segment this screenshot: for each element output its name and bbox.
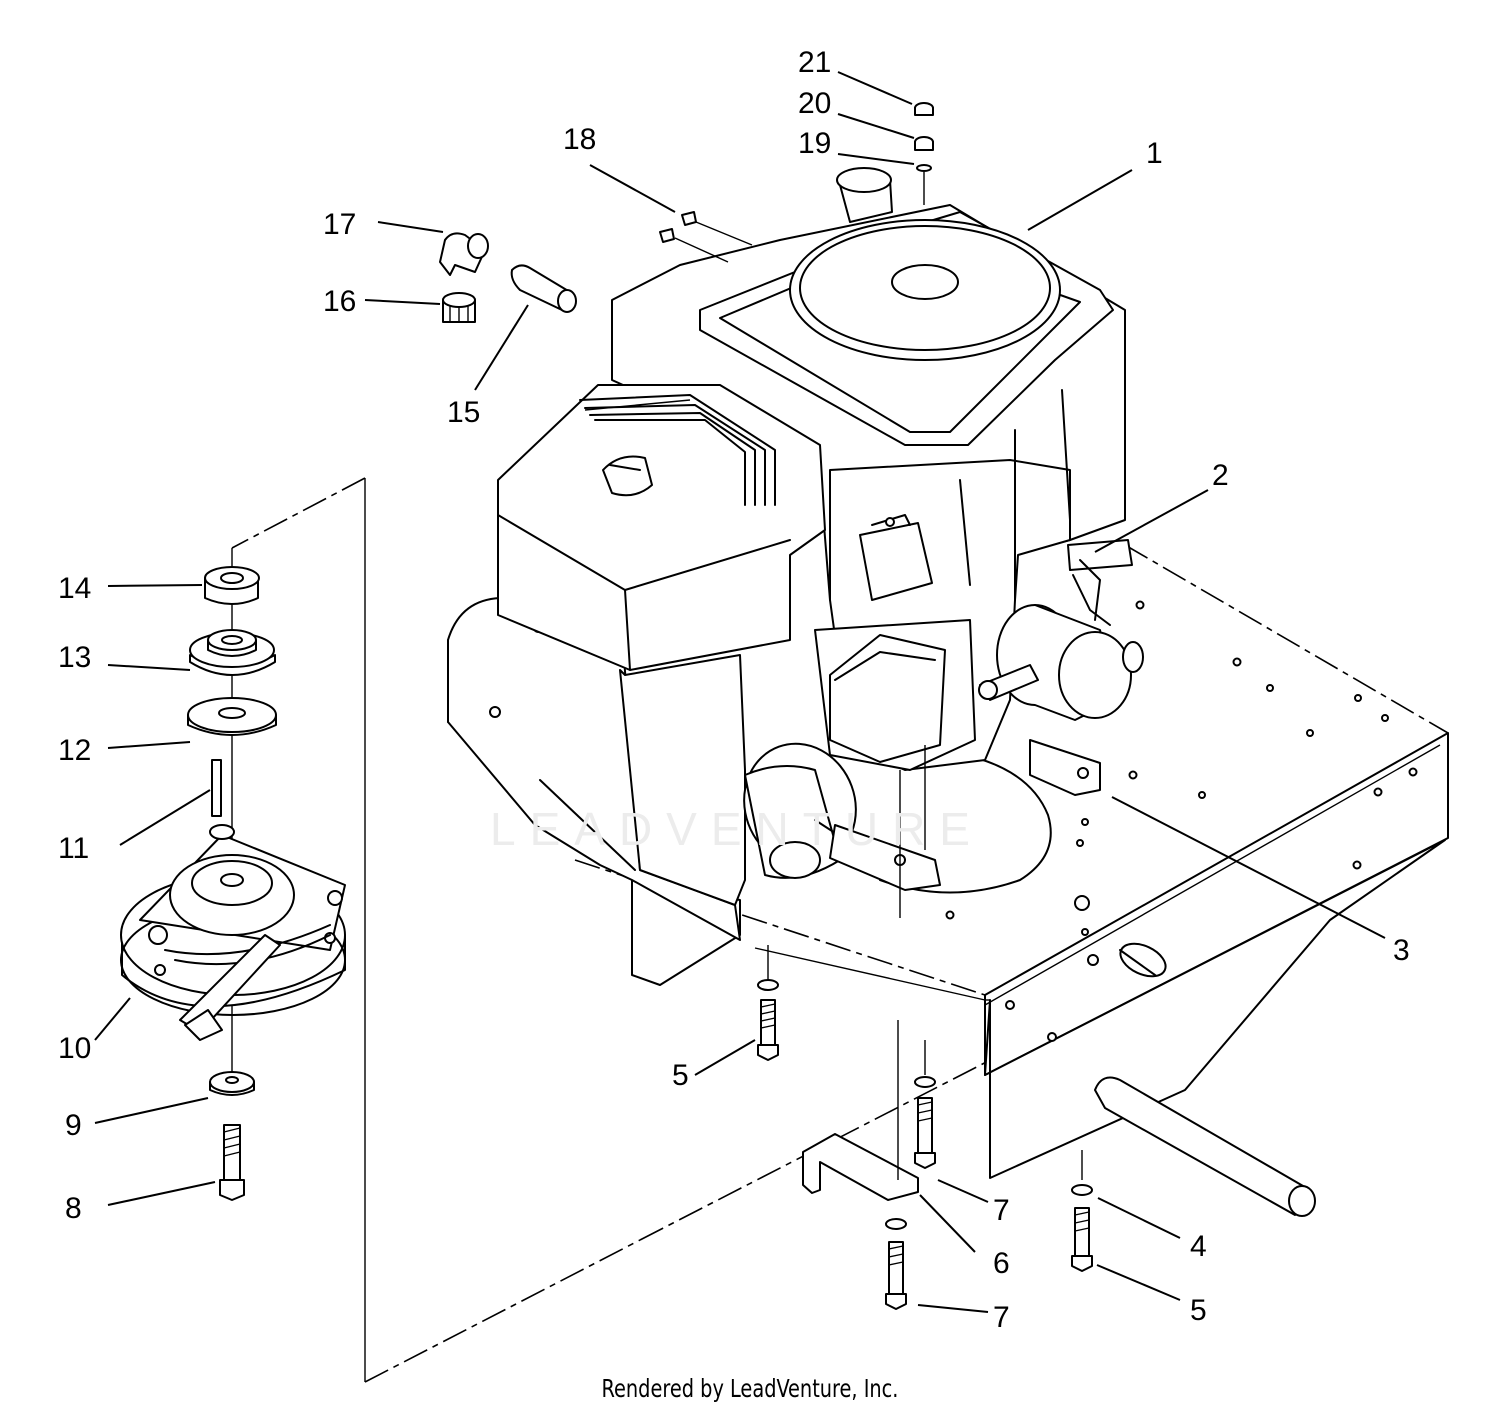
- callout-13: 13: [58, 641, 91, 674]
- callout-7-upper: 7: [993, 1194, 1010, 1227]
- callout-10: 10: [58, 1032, 91, 1065]
- callout-6: 6: [993, 1247, 1010, 1280]
- callout-4: 4: [1190, 1230, 1207, 1263]
- callout-5-left: 5: [672, 1059, 689, 1092]
- callout-15: 15: [447, 396, 480, 429]
- callout-21: 21: [798, 46, 831, 79]
- callout-2: 2: [1212, 459, 1229, 492]
- watermark: LEADVENTURE: [490, 803, 984, 855]
- callout-labels: 1 2 3 4 5 5 6 7 7 8 9 10 11 12 13 14 15 …: [58, 46, 1410, 1334]
- top-fasteners: [439, 102, 934, 323]
- callout-18: 18: [563, 123, 596, 156]
- callout-16: 16: [323, 285, 356, 318]
- callout-9: 9: [65, 1109, 82, 1142]
- callout-5-right: 5: [1190, 1294, 1207, 1327]
- callout-11: 11: [58, 832, 89, 865]
- callout-20: 20: [798, 87, 831, 120]
- deck-cutout: [879, 754, 1052, 894]
- leader-lines: [94, 71, 1386, 1313]
- callout-7-lower: 7: [993, 1301, 1010, 1334]
- callout-12: 12: [58, 734, 91, 767]
- render-credit: Rendered by LeadVenture, Inc.: [601, 1374, 899, 1403]
- lower-fasteners: [757, 945, 1316, 1310]
- callout-3: 3: [1393, 934, 1410, 967]
- callout-17: 17: [323, 208, 356, 241]
- callout-1: 1: [1146, 137, 1163, 170]
- clutch-plane-outline: [231, 477, 1001, 1383]
- callout-19: 19: [798, 127, 831, 160]
- clutch-assembly: [120, 548, 346, 1201]
- callout-14: 14: [58, 572, 91, 605]
- engine: [497, 167, 1144, 906]
- callout-8: 8: [65, 1192, 82, 1225]
